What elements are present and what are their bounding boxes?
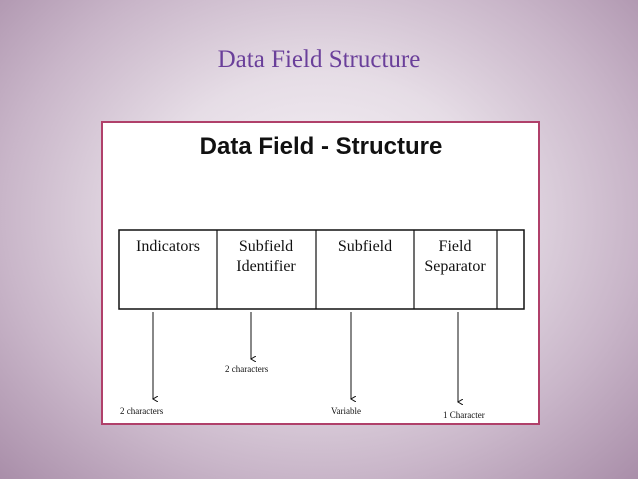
cell-field-separator-label-line2: Separator (424, 258, 486, 275)
cell-subfield-identifier-label-line1: Subfield (239, 238, 293, 255)
data-field-structure-figure: Data Field - Structure Indicators Subfie… (101, 121, 540, 425)
slide-title: Data Field Structure (217, 46, 421, 73)
field-separator-size-annotation: 1 Character (443, 410, 485, 420)
field-table-outline (118, 229, 525, 310)
cell-field-separator-label-line1: Field (439, 238, 472, 255)
indicators-size-annotation: 2 characters (120, 406, 164, 416)
structure-diagram: Data Field - Structure Indicators Subfie… (118, 133, 525, 420)
subfield-identifier-size-annotation: 2 characters (225, 364, 269, 374)
cell-subfield-identifier-label-line2: Identifier (236, 258, 296, 275)
cell-indicators-label: Indicators (136, 238, 200, 255)
cell-subfield-label: Subfield (338, 238, 392, 255)
subfield-size-annotation: Variable (331, 406, 361, 416)
figure-title: Data Field - Structure (200, 133, 443, 160)
